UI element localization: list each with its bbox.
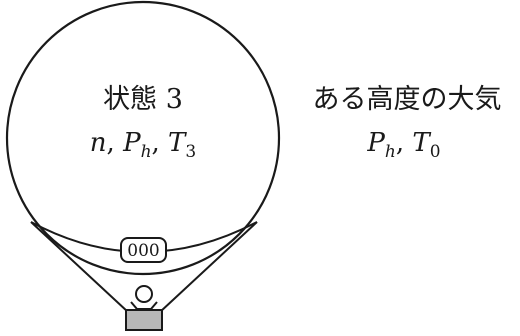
heater-coil-text: 000	[127, 241, 159, 261]
state-var-n: n	[90, 128, 107, 158]
basket	[125, 309, 163, 331]
heater-box	[120, 237, 167, 263]
state-variables: n, Ph, T3	[90, 128, 196, 162]
suspension-line-left	[30, 221, 129, 313]
balloon-envelope	[5, 0, 281, 276]
atmosphere-var-t: T	[412, 128, 431, 158]
state-var-p: P	[122, 128, 141, 158]
atmosphere-var-p: P	[366, 128, 385, 158]
state-label: 状態 3	[103, 84, 183, 115]
suspension-line-right	[159, 221, 258, 313]
passenger-head	[135, 285, 153, 303]
passenger-arms	[130, 301, 158, 310]
state-var-t: T	[168, 128, 187, 158]
atmosphere-label: ある高度の大気	[313, 84, 502, 115]
atmosphere-variables: Ph, T0	[366, 128, 440, 162]
